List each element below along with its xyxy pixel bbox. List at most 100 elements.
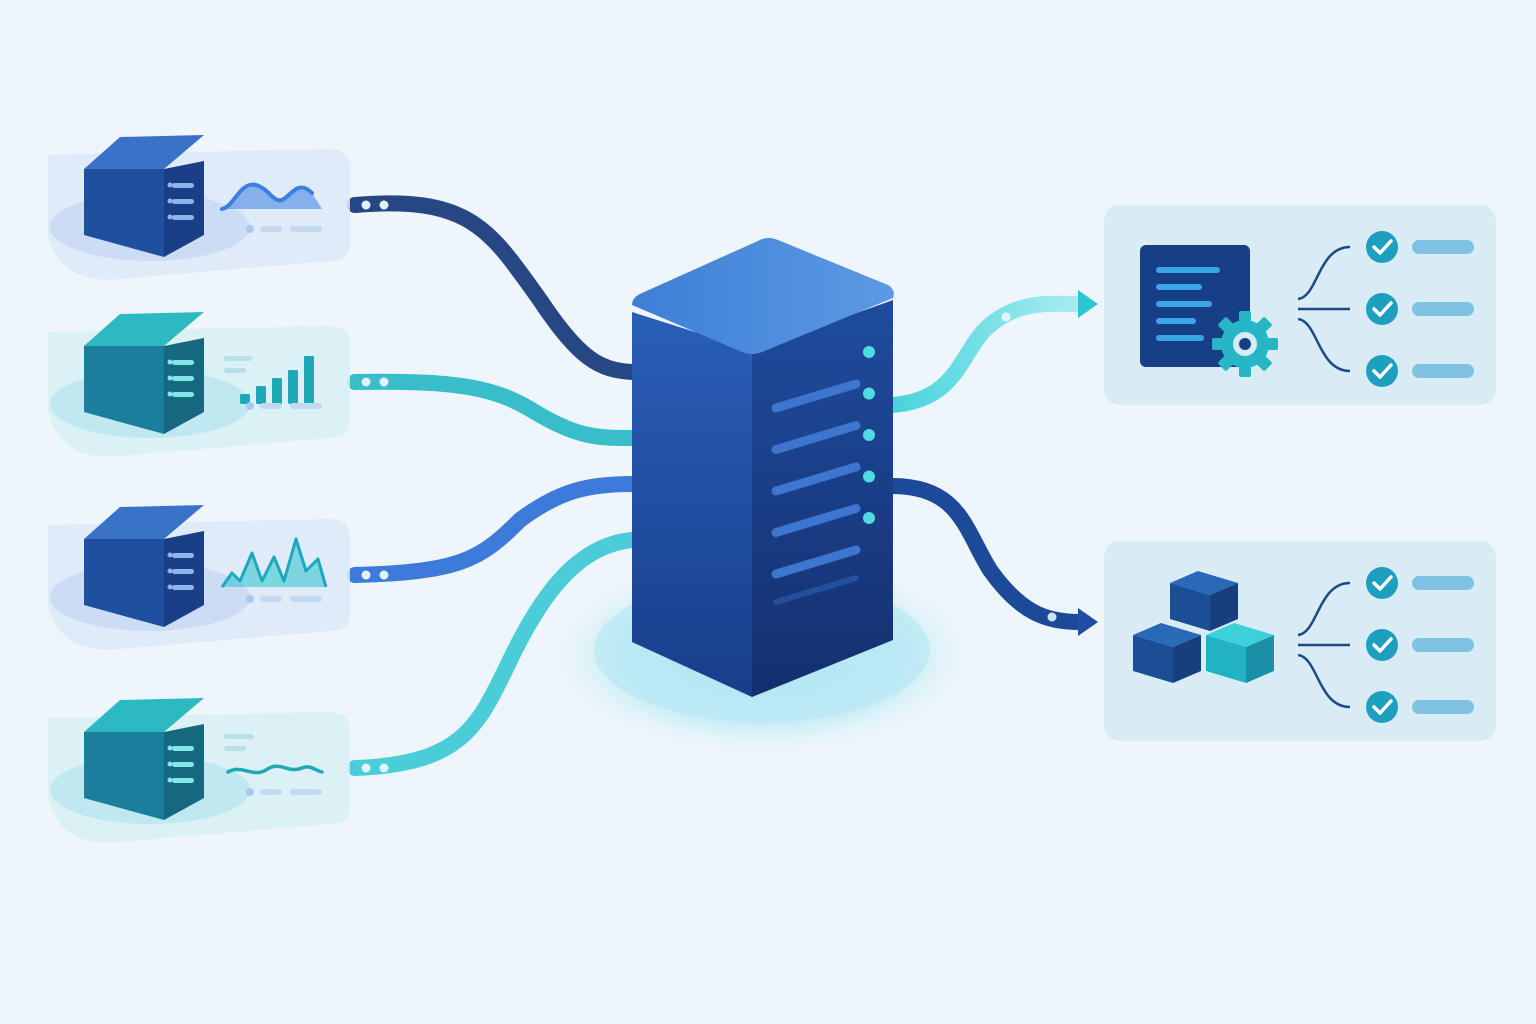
cube-slot-line — [172, 585, 194, 590]
checkmark — [1372, 301, 1393, 317]
cube-slot-dot — [167, 198, 173, 204]
result-pill — [1412, 364, 1474, 378]
cube-slot-line — [172, 360, 194, 365]
source-server-2 — [48, 312, 350, 457]
bar — [240, 394, 250, 404]
cube-face — [1206, 623, 1274, 647]
branch-line — [1297, 317, 1351, 373]
cube-slot-line — [172, 778, 194, 783]
result-pill — [1412, 700, 1474, 714]
label-pill — [224, 356, 252, 361]
document-line — [1156, 301, 1212, 307]
cube-front-face — [84, 346, 164, 434]
spiky-area-icon — [220, 537, 328, 588]
check-circle-icon — [1366, 231, 1398, 263]
cube-slot-dot — [167, 214, 173, 220]
cube-face — [1246, 635, 1274, 683]
cubes-icon — [1133, 571, 1274, 683]
arrow-head-icon — [1078, 290, 1098, 318]
area-wave-icon — [220, 182, 322, 211]
output-flow-1 — [884, 295, 1088, 413]
result-pill — [1412, 576, 1474, 590]
footer-pill — [260, 403, 282, 409]
hub-top-face — [632, 238, 894, 354]
footer-pill — [260, 226, 282, 232]
cube-front-face — [84, 732, 164, 820]
branch-line — [1297, 653, 1351, 709]
cube-slot-line — [172, 199, 194, 204]
check-circle-icon — [1366, 567, 1398, 599]
sources-layer — [48, 135, 350, 843]
bar — [304, 356, 314, 404]
hub-slot-line — [771, 421, 861, 454]
cube-slot-dot — [167, 552, 173, 558]
bar — [272, 378, 282, 404]
flow-dot — [361, 377, 371, 387]
input-flow-2 — [347, 373, 640, 446]
footer-pill — [290, 789, 322, 795]
cube-slot-dot — [167, 182, 173, 188]
arrow-head-icon — [1078, 608, 1098, 636]
cube-slot-line — [172, 376, 194, 381]
footer-dot — [246, 402, 254, 410]
label-pill — [224, 368, 246, 373]
source-server-1 — [48, 135, 350, 280]
cube-top — [1170, 571, 1238, 631]
hub-front-face — [632, 312, 752, 697]
cube-face — [1173, 635, 1201, 683]
check-circle-icon — [1366, 691, 1398, 723]
cube-top-face — [84, 135, 204, 169]
flow-dot — [379, 763, 389, 773]
flow-dot — [379, 377, 389, 387]
cube-face — [1170, 583, 1210, 631]
document-line — [1156, 318, 1196, 324]
cube-left — [1133, 623, 1201, 683]
result-pill — [1412, 240, 1474, 254]
footer-pill — [290, 226, 322, 232]
cube-top-face — [84, 505, 204, 539]
central-server — [552, 238, 972, 753]
label-pill — [224, 746, 246, 751]
cube-slot-line — [172, 553, 194, 558]
flow-dot — [361, 200, 371, 210]
hub-slot-line — [773, 575, 859, 605]
outputs-layer — [1104, 205, 1496, 741]
cube-top-face — [84, 312, 204, 346]
cube-slot-line — [172, 183, 194, 188]
output-container-cubes — [1104, 541, 1496, 741]
footer-pill — [260, 596, 282, 602]
spike-line — [220, 537, 328, 588]
flow-dot — [1047, 612, 1057, 622]
hub-indicator-light — [863, 512, 875, 524]
cube-slot-line — [172, 746, 194, 751]
cube-slot-dot — [167, 584, 173, 590]
flow-dot — [379, 570, 389, 580]
cube-face — [1210, 583, 1238, 631]
line-wave-icon — [224, 734, 324, 775]
cube-slot-dot — [167, 391, 173, 397]
cube-slot-line — [172, 392, 194, 397]
checkmark — [1372, 239, 1393, 255]
wave-line — [220, 182, 314, 211]
branch-line — [1297, 581, 1351, 637]
footer-dot — [246, 595, 254, 603]
cube-top-face — [84, 698, 204, 732]
document-gear-icon — [1140, 245, 1278, 377]
hub-side-face — [752, 300, 893, 697]
checkmark — [1372, 637, 1393, 653]
hub-layer — [552, 238, 972, 753]
bar-chart-icon — [224, 356, 314, 404]
cube-slot-line — [172, 569, 194, 574]
cube-face — [1133, 623, 1201, 647]
spike-area — [222, 539, 326, 587]
cube-face — [1133, 635, 1173, 683]
footer-pill — [290, 596, 322, 602]
flow-dot — [1001, 312, 1011, 322]
wave-line — [226, 764, 324, 775]
hub-slot-line — [771, 462, 861, 496]
footer-pill — [260, 789, 282, 795]
footer-pill — [290, 403, 322, 409]
flow-dot — [361, 763, 371, 773]
